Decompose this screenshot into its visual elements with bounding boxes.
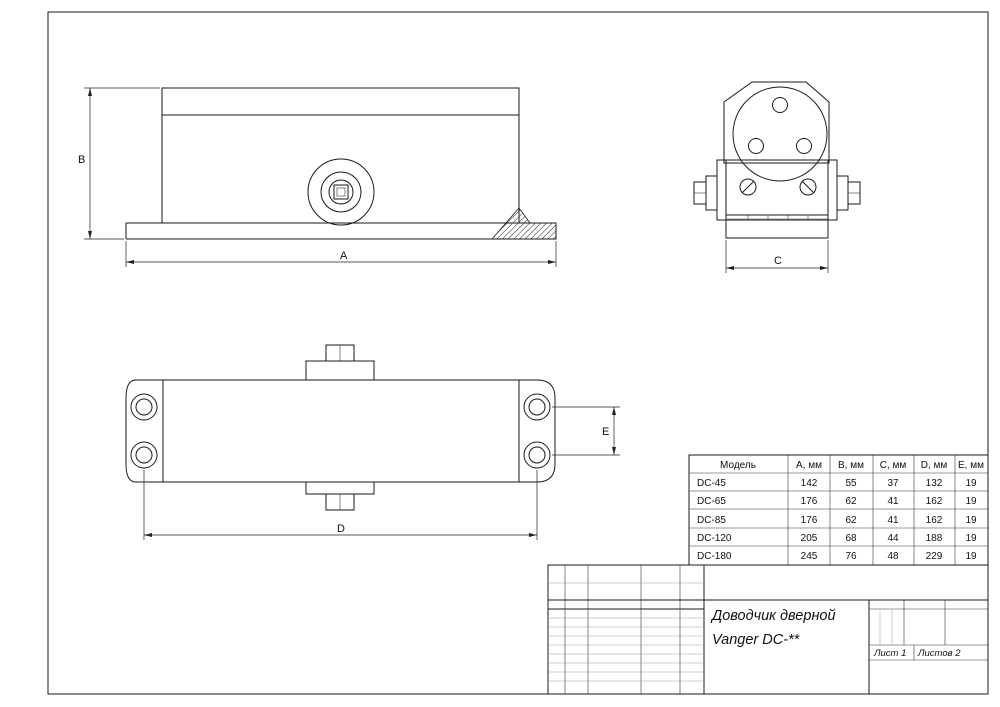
svg-text:19: 19 [965, 496, 977, 507]
svg-text:176: 176 [801, 515, 818, 526]
svg-text:19: 19 [965, 551, 977, 562]
table-row: DC-65 176 62 41 162 19 [697, 496, 977, 507]
dimension-d-label: D [337, 523, 345, 535]
title-block: Доводчик дверной Vanger DC-** Лист 1 Лис… [547, 564, 989, 695]
dimension-a-label: A [340, 250, 348, 262]
svg-text:205: 205 [801, 533, 818, 544]
table-header-e: E, мм [958, 460, 984, 471]
table-row: DC-180 245 76 48 229 19 [697, 551, 977, 562]
svg-text:55: 55 [845, 478, 857, 489]
svg-text:44: 44 [887, 533, 899, 544]
table-header-d: D, мм [921, 460, 948, 471]
svg-text:62: 62 [845, 515, 857, 526]
svg-text:142: 142 [801, 478, 818, 489]
dimension-b: B [78, 87, 160, 240]
top-view [125, 344, 556, 511]
svg-text:132: 132 [926, 478, 943, 489]
svg-text:229: 229 [926, 551, 943, 562]
svg-text:DC-85: DC-85 [697, 515, 726, 526]
dimension-e: E [552, 406, 620, 456]
svg-text:176: 176 [801, 496, 818, 507]
svg-text:DC-65: DC-65 [697, 496, 726, 507]
drawing-frame [47, 11, 989, 695]
svg-text:68: 68 [845, 533, 857, 544]
table-row: DC-120 205 68 44 188 19 [697, 533, 977, 544]
table-header-model: Модель [720, 460, 756, 471]
dimension-c-label: C [774, 255, 782, 267]
drawing-title: Доводчик дверной [710, 608, 836, 624]
svg-text:76: 76 [845, 551, 857, 562]
table-row: DC-45 142 55 37 132 19 [697, 478, 977, 489]
svg-text:DC-180: DC-180 [697, 551, 732, 562]
table-header-c: C, мм [880, 460, 907, 471]
table-row: DC-85 176 62 41 162 19 [697, 515, 977, 526]
svg-text:19: 19 [965, 478, 977, 489]
svg-text:DC-45: DC-45 [697, 478, 726, 489]
svg-text:41: 41 [887, 515, 899, 526]
svg-text:DC-120: DC-120 [697, 533, 732, 544]
dimension-c: C [725, 240, 829, 273]
svg-text:162: 162 [926, 515, 943, 526]
spec-table: Модель A, мм B, мм C, мм D, мм E, мм DC-… [688, 454, 989, 566]
svg-text:41: 41 [887, 496, 899, 507]
dimension-a: A [125, 241, 557, 267]
front-view [125, 87, 557, 240]
side-view [693, 81, 861, 239]
svg-text:37: 37 [887, 478, 899, 489]
svg-text:48: 48 [887, 551, 899, 562]
dimension-b-label: B [78, 154, 85, 166]
svg-text:162: 162 [926, 496, 943, 507]
dimension-e-label: E [602, 426, 609, 438]
svg-text:19: 19 [965, 533, 977, 544]
svg-text:62: 62 [845, 496, 857, 507]
drawing-model: Vanger DC-** [712, 632, 801, 648]
svg-text:188: 188 [926, 533, 943, 544]
sheet-count: Листов 2 [917, 648, 961, 659]
svg-text:245: 245 [801, 551, 818, 562]
dimension-d: D [143, 470, 538, 540]
table-header-a: A, мм [796, 460, 822, 471]
svg-text:19: 19 [965, 515, 977, 526]
sheet-number: Лист 1 [873, 648, 906, 659]
table-header-b: B, мм [838, 460, 864, 471]
